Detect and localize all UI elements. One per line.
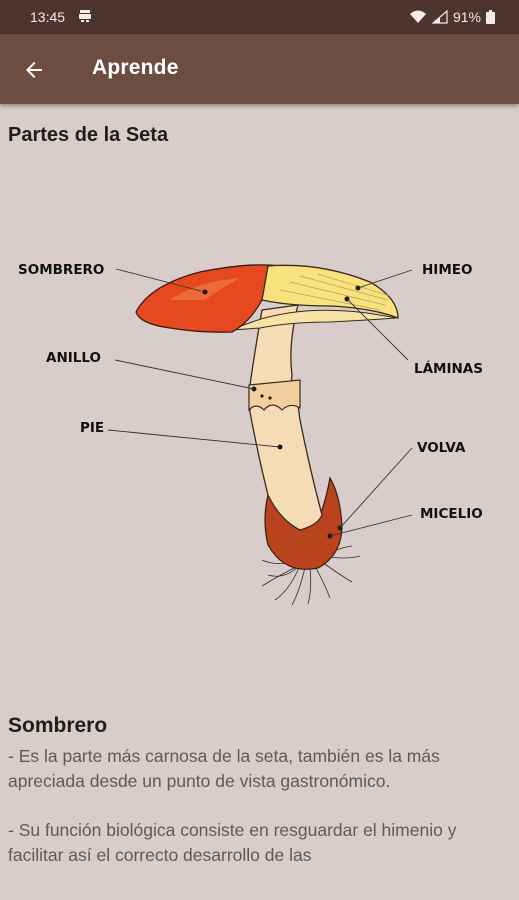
back-button[interactable]	[18, 54, 50, 86]
section-title: Partes de la Seta	[8, 124, 169, 146]
arrow-back-icon	[26, 62, 42, 78]
part-paragraph-1: - Es la parte más carnosa de la seta, ta…	[8, 746, 440, 791]
status-time: 13:45	[30, 9, 66, 25]
status-bar: 13:45 91%	[0, 0, 519, 34]
label-volva: VOLVA	[417, 440, 466, 456]
part-description: - Es la parte más carnosa de la seta, ta…	[8, 744, 478, 892]
label-sombrero: SOMBRERO	[18, 262, 104, 278]
label-himeo: HIMEO	[422, 262, 472, 278]
label-pie: PIE	[80, 420, 104, 436]
signal-icon	[431, 10, 448, 24]
status-icons: 91%	[409, 9, 495, 25]
ring-illustration	[248, 379, 301, 412]
cap-illustration	[135, 264, 282, 333]
label-micelio: MICELIO	[420, 506, 483, 522]
label-laminas: LÁMINAS	[414, 360, 483, 377]
stem-illustration	[249, 304, 323, 531]
mushroom-diagram: SOMBRERO HIMEO LÁMINAS ANILLO PIE VOLVA …	[18, 262, 483, 606]
app-title: Aprende	[92, 56, 179, 79]
notification-icon	[79, 10, 91, 22]
part-title: Sombrero	[8, 714, 108, 737]
battery-percent: 91%	[452, 9, 481, 25]
battery-icon	[486, 10, 495, 24]
wifi-icon	[409, 10, 426, 23]
gills-illustration	[231, 309, 397, 331]
app-bar: Aprende	[0, 34, 519, 104]
part-paragraph-2: - Su función biológica consiste en resgu…	[8, 820, 457, 865]
label-anillo: ANILLO	[46, 350, 101, 366]
